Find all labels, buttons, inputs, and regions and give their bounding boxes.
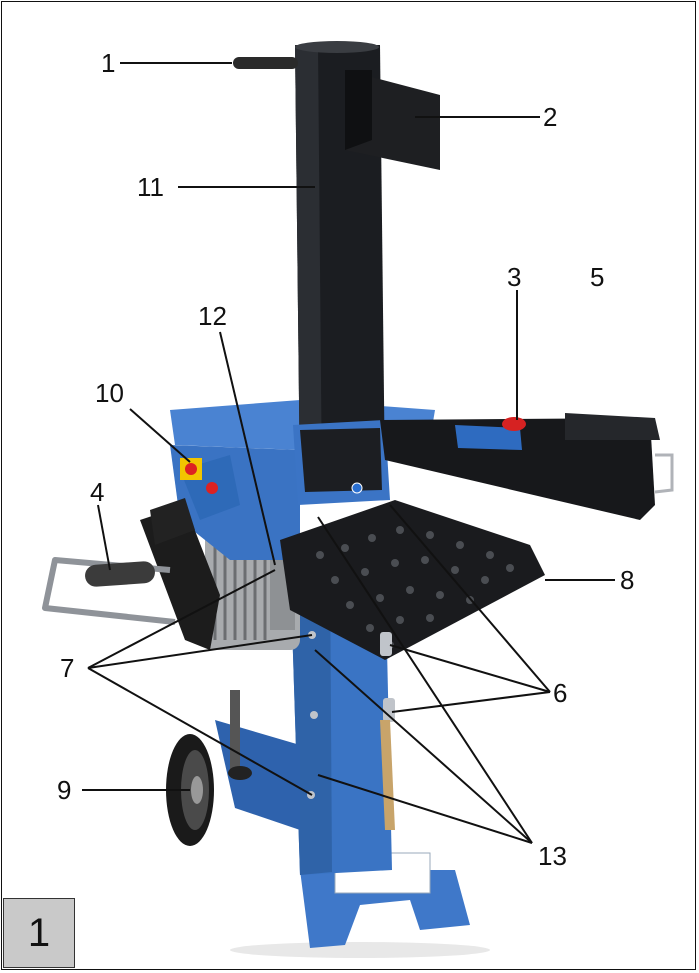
callout-3: 3	[507, 262, 522, 292]
log-table-arm	[380, 413, 674, 520]
leader-lines	[82, 62, 615, 844]
callout-7: 7	[60, 653, 75, 683]
callout-11: 11	[137, 172, 164, 202]
callout-2: 2	[543, 102, 558, 132]
switch-box	[180, 455, 240, 520]
hydraulic-tube	[380, 720, 395, 830]
callout-9: 9	[57, 775, 72, 805]
ground-shadow	[230, 942, 490, 958]
callout-1: 1	[101, 48, 116, 78]
support-rod	[230, 690, 240, 770]
table-latches	[307, 631, 395, 799]
top-handle	[233, 57, 298, 69]
wheel-bracket	[215, 720, 300, 830]
callout-6: 6	[553, 678, 568, 708]
callout-13: 13	[538, 841, 567, 871]
callout-12: 12	[198, 301, 227, 331]
callout-8: 8	[620, 565, 635, 595]
callout-4: 4	[90, 477, 105, 507]
splitting-knife	[345, 70, 440, 170]
work-table	[280, 500, 545, 660]
callout-5: 5	[590, 262, 605, 292]
handle-grip	[85, 561, 155, 587]
callout-10: 10	[95, 378, 124, 408]
figure-number: 1	[3, 898, 75, 968]
